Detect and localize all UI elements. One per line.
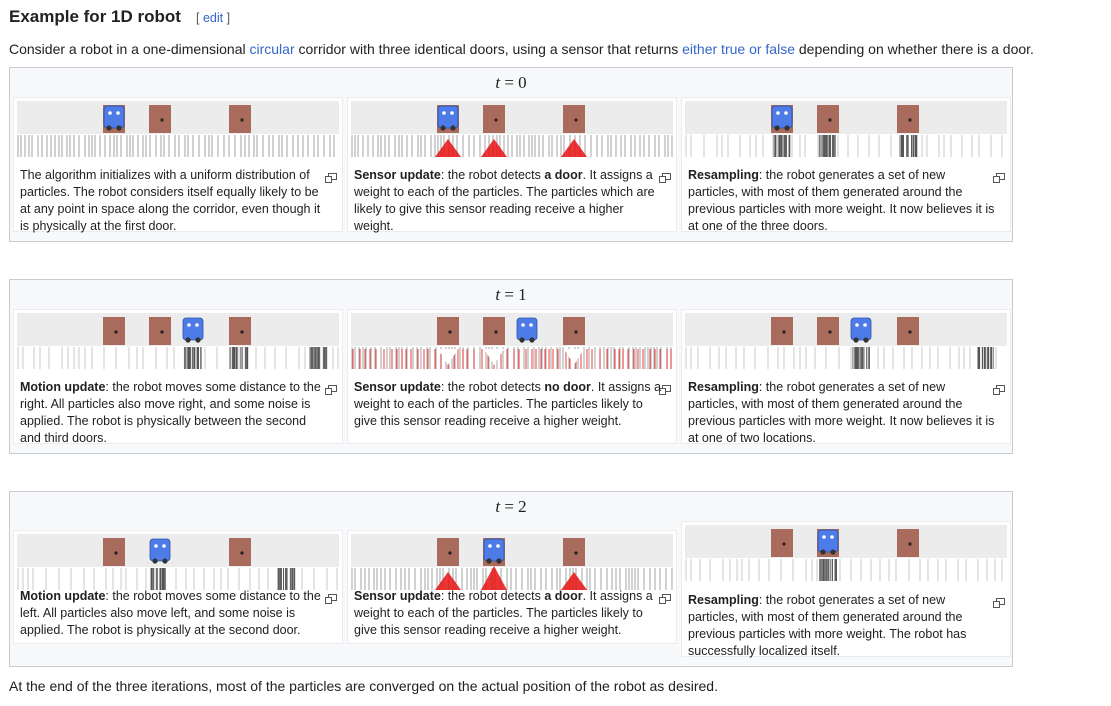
enlarge-icon[interactable] — [659, 382, 671, 395]
robot — [850, 317, 872, 343]
panel-resampling: Resampling: the robot generates a set of… — [681, 309, 1011, 445]
robot — [149, 538, 171, 564]
robot — [817, 529, 839, 555]
outro-paragraph: At the end of the three iterations, most… — [9, 678, 718, 694]
caption: Motion update: the robot moves some dist… — [20, 380, 321, 445]
edit-section: [ edit ] — [196, 11, 231, 25]
corridor-illustration — [685, 313, 1007, 373]
door — [149, 105, 171, 133]
boolean-link[interactable]: either true or false — [682, 41, 795, 57]
particle-image[interactable] — [685, 313, 1007, 373]
door — [771, 317, 793, 345]
corridor-illustration — [351, 313, 673, 373]
enlarge-icon[interactable] — [659, 170, 671, 183]
corridor-illustration — [685, 101, 1007, 161]
corridor-illustration — [17, 534, 339, 594]
door — [817, 105, 839, 133]
enlarge-icon[interactable] — [325, 170, 337, 183]
enlarge-icon[interactable] — [325, 382, 337, 395]
door — [103, 538, 125, 566]
gallery-t1: t = 1 Motion update: the robot moves som… — [9, 279, 1013, 454]
robot — [182, 317, 204, 343]
particle-image[interactable] — [17, 534, 339, 594]
robot — [771, 105, 793, 131]
panel-resampling: Resampling: the robot generates a set of… — [681, 521, 1011, 658]
particle-image[interactable] — [17, 313, 339, 373]
circular-link[interactable]: circular — [249, 41, 295, 57]
panel-sensor-update: Sensor update: the robot detects a door.… — [347, 530, 677, 644]
enlarge-icon[interactable] — [993, 595, 1005, 608]
caption: Motion update: the robot moves some dist… — [20, 589, 321, 637]
door — [149, 317, 171, 345]
door — [897, 317, 919, 345]
door — [897, 105, 919, 133]
gallery-title: t = 0 — [495, 73, 527, 92]
caption: Resampling: the robot generates a set of… — [688, 593, 967, 658]
particle-image[interactable] — [351, 534, 673, 594]
door — [483, 105, 505, 133]
caption: Resampling: the robot generates a set of… — [688, 168, 995, 233]
gallery-title: t = 2 — [495, 497, 527, 516]
door — [771, 529, 793, 557]
corridor-illustration — [17, 101, 339, 161]
door — [437, 317, 459, 345]
gallery-t2: t = 2 Motion update: the robot moves som… — [9, 491, 1013, 667]
door — [563, 105, 585, 133]
door — [437, 538, 459, 566]
enlarge-icon[interactable] — [993, 382, 1005, 395]
gallery-t0: t = 0 The algorithm initializes with a u… — [9, 67, 1013, 242]
particle-image[interactable] — [351, 101, 673, 161]
door — [229, 105, 251, 133]
corridor-illustration — [17, 313, 339, 373]
intro-paragraph: Consider a robot in a one-dimensional ci… — [9, 41, 1034, 57]
corridor-illustration — [351, 534, 673, 594]
panel-sensor-update: Sensor update: the robot detects a door.… — [347, 97, 677, 233]
section-heading: Example for 1D robot — [9, 7, 181, 26]
edit-link[interactable]: edit — [202, 11, 224, 25]
enlarge-icon[interactable] — [993, 170, 1005, 183]
door — [563, 317, 585, 345]
robot — [103, 105, 125, 131]
door — [817, 317, 839, 345]
door — [897, 529, 919, 557]
robot — [516, 317, 538, 343]
panel-motion-update: Motion update: the robot moves some dist… — [13, 309, 343, 445]
panel-motion-update: Motion update: the robot moves some dist… — [13, 530, 343, 644]
particle-image[interactable] — [351, 313, 673, 373]
door — [229, 317, 251, 345]
particle-image[interactable] — [17, 101, 339, 161]
caption: Sensor update: the robot detects a door.… — [354, 589, 653, 637]
robot — [483, 538, 505, 564]
enlarge-icon[interactable] — [659, 591, 671, 604]
robot — [437, 105, 459, 131]
door — [483, 317, 505, 345]
door — [563, 538, 585, 566]
particle-image[interactable] — [685, 525, 1007, 585]
panel-resampling: Resampling: the robot generates a set of… — [681, 97, 1011, 233]
gallery-title: t = 1 — [495, 285, 527, 304]
door — [229, 538, 251, 566]
caption: Sensor update: the robot detects a door.… — [354, 168, 655, 233]
corridor-illustration — [351, 101, 673, 161]
panel-sensor-update: Sensor update: the robot detects no door… — [347, 309, 677, 444]
enlarge-icon[interactable] — [325, 591, 337, 604]
door — [103, 317, 125, 345]
caption: Sensor update: the robot detects no door… — [354, 380, 662, 428]
particle-image[interactable] — [685, 101, 1007, 161]
corridor-illustration — [685, 525, 1007, 585]
caption: The algorithm initializes with a uniform… — [20, 168, 321, 233]
panel-init: The algorithm initializes with a uniform… — [13, 97, 343, 233]
caption: Resampling: the robot generates a set of… — [688, 380, 995, 445]
